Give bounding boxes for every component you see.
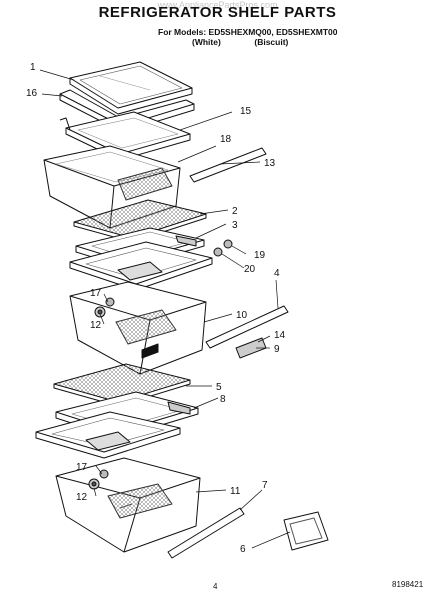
callout-19: 19 bbox=[254, 250, 266, 261]
callout-17: 17 bbox=[90, 288, 102, 299]
callout-2: 2 bbox=[232, 206, 238, 217]
callout-6: 6 bbox=[240, 544, 246, 555]
model-colors: (White) (Biscuit) bbox=[192, 37, 288, 47]
callout-3: 3 bbox=[232, 220, 238, 231]
callout-12: 12 bbox=[90, 320, 102, 331]
callout-12-lower: 12 bbox=[76, 492, 88, 503]
callout-14: 14 bbox=[274, 330, 286, 341]
page-title: REFRIGERATOR SHELF PARTS bbox=[98, 4, 337, 21]
lower-drawer-frame bbox=[35, 411, 181, 459]
part-18-crisper-drawer bbox=[43, 145, 181, 229]
document-number: 8198421 bbox=[392, 580, 424, 589]
callout-4: 4 bbox=[274, 268, 280, 279]
color-white-label: (White) bbox=[192, 37, 221, 47]
callout-20: 20 bbox=[244, 264, 256, 275]
callout-9: 9 bbox=[274, 344, 280, 355]
callout-1: 1 bbox=[30, 62, 36, 73]
color-biscuit-label: (Biscuit) bbox=[254, 37, 289, 47]
callout-5: 5 bbox=[216, 382, 222, 393]
part-13-rod bbox=[189, 147, 267, 183]
callout-7: 7 bbox=[262, 480, 268, 491]
part-20-knob bbox=[213, 247, 223, 257]
page-number: 4 bbox=[213, 582, 218, 591]
part-1-glass-shelf bbox=[69, 61, 193, 115]
upper-knob-assembly bbox=[94, 297, 115, 318]
models-line: For Models: ED5SHEXMQ00, ED5SHEXMT00 bbox=[158, 27, 338, 37]
part-6-label-plate bbox=[283, 511, 329, 551]
leader-lines bbox=[39, 69, 291, 549]
part-7-rod bbox=[167, 507, 245, 559]
callout-11: 11 bbox=[230, 486, 241, 497]
callout-17-lower: 17 bbox=[76, 462, 88, 473]
callout-labels: 1 16 15 18 13 2 3 19 20 4 17 12 10 14 9 … bbox=[26, 62, 286, 555]
callout-15: 15 bbox=[240, 106, 252, 117]
lower-knob-assembly bbox=[88, 469, 109, 490]
callout-13: 13 bbox=[264, 158, 276, 169]
callout-8: 8 bbox=[220, 394, 226, 405]
part-19-knob bbox=[223, 239, 233, 249]
part-4-rod bbox=[205, 305, 289, 349]
callout-10: 10 bbox=[236, 310, 248, 321]
callout-16: 16 bbox=[26, 88, 38, 99]
watermark: www.AppliancePartsPros.com bbox=[157, 0, 278, 10]
part-11-crisper-drawer bbox=[55, 457, 201, 553]
callout-18: 18 bbox=[220, 134, 232, 145]
